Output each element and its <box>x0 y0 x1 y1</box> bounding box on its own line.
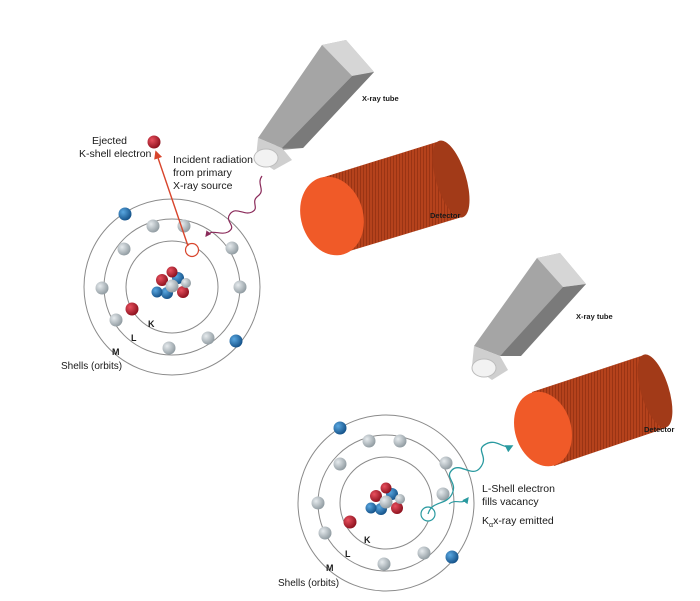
ejection-arrow-top <box>154 150 189 247</box>
electron <box>343 515 357 529</box>
incident-wave-top <box>205 175 263 237</box>
xray-tube-top <box>253 40 374 170</box>
electron <box>225 241 239 255</box>
electron <box>417 546 431 560</box>
ejected-label-line1: Ejected <box>92 135 127 147</box>
electron <box>377 557 391 571</box>
incident-label-line1: Incident radiation <box>173 154 253 166</box>
electron <box>362 434 376 448</box>
xray-tube-label-top: X-ray tube <box>362 94 399 103</box>
top-panel: X-ray tube Detector <box>61 40 470 376</box>
vacancy-top <box>184 242 200 258</box>
shells-label-top: Shells (orbits) <box>61 361 122 372</box>
detector-top <box>300 140 470 256</box>
atom-bottom <box>297 414 475 592</box>
electron <box>311 496 325 510</box>
electron <box>233 280 247 294</box>
shell-l-label-bottom: L <box>345 549 351 559</box>
electron <box>117 242 131 256</box>
electron <box>439 456 453 470</box>
xray-tube-label-bottom: X-ray tube <box>576 312 613 321</box>
shell-k-label-bottom: K <box>364 535 371 545</box>
detector-label-bottom: Detector <box>644 425 675 434</box>
emit-label: Kαx-ray emitted <box>482 515 554 529</box>
electron <box>445 550 459 564</box>
electron <box>125 302 139 316</box>
fill-label-line2: fills vacancy <box>482 496 539 508</box>
shell-l-label-top: L <box>131 333 137 343</box>
fill-label-line1: L-Shell electron <box>482 483 555 495</box>
electron <box>229 334 243 348</box>
ejected-electron-top <box>147 135 161 149</box>
electron <box>436 487 450 501</box>
nucleus-top <box>151 266 191 299</box>
shell-m-label-bottom: M <box>326 563 334 573</box>
xray-tube-bottom <box>471 253 586 380</box>
detector-label-top: Detector <box>430 211 461 220</box>
fluorescence-wave-bottom <box>427 441 514 515</box>
electron <box>109 313 123 327</box>
shell-k-top <box>125 240 219 334</box>
incident-label-line2: from primary <box>173 167 233 179</box>
shell-m-bottom <box>297 414 475 592</box>
electron <box>95 281 109 295</box>
electron <box>333 457 347 471</box>
shells-label-bottom: Shells (orbits) <box>278 578 339 589</box>
shell-k-bottom <box>339 456 433 550</box>
electron <box>333 421 347 435</box>
shell-k-label-top: K <box>148 319 155 329</box>
nucleus-bottom <box>365 482 405 515</box>
detector-bottom <box>514 354 673 467</box>
incident-label-line3: X-ray source <box>173 180 233 192</box>
shell-m-label-top: M <box>112 347 120 357</box>
transition-arrow-bottom <box>448 496 469 505</box>
electron <box>318 526 332 540</box>
bottom-panel: X-ray tube Detector <box>278 253 675 592</box>
electron <box>393 434 407 448</box>
electron <box>146 219 160 233</box>
atom-top <box>83 135 261 376</box>
ejected-label-line2: K-shell electron <box>79 148 152 160</box>
electron <box>201 331 215 345</box>
electron <box>118 207 132 221</box>
electron <box>162 341 176 355</box>
